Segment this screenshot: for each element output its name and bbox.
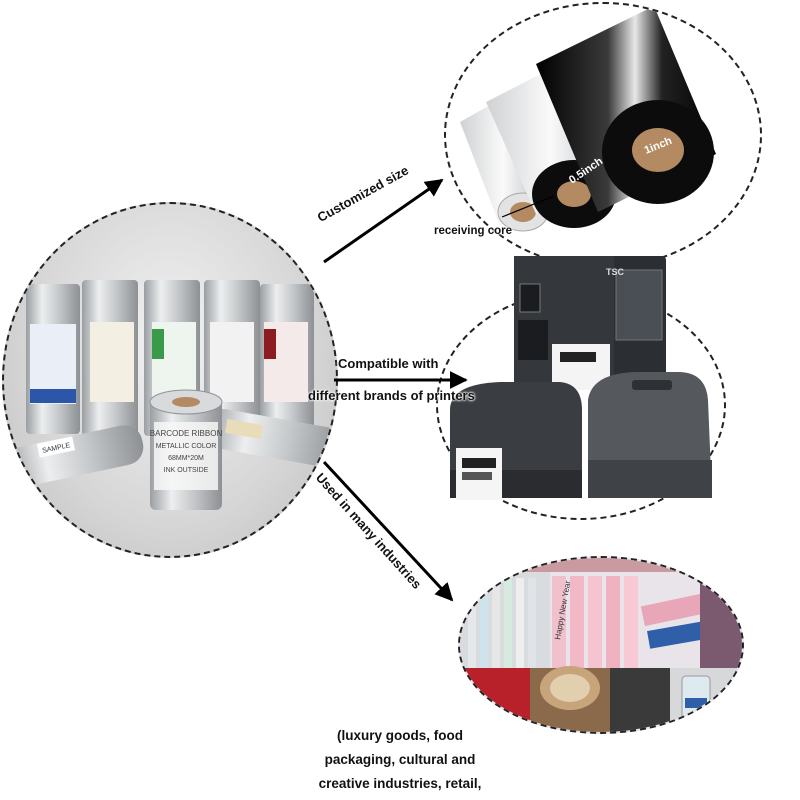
ribbon-label-size: 68MM*20M [168, 455, 204, 462]
roll-row-front [4, 409, 336, 487]
compatible-label-line1: Compatible with [338, 356, 439, 371]
ribbon-label-type: METALLIC COLOR [156, 443, 217, 450]
industries-collage [460, 558, 742, 732]
ribbon-rolls-illustration: BARCODE RIBBON METALLIC COLOR 68MM*20M I… [4, 280, 336, 510]
industries-description-line1: (luxury goods, food [337, 728, 463, 743]
center-roll [149, 389, 223, 510]
receiving-core-roll [460, 96, 549, 232]
receiving-core-pointer [501, 195, 555, 218]
ribbon-label-ink: INK OUTSIDE [164, 467, 209, 474]
ribbon-size-photo: 0.5inch 1inch [444, 2, 762, 268]
roll-row-back [26, 280, 314, 436]
ribbon-label-title: BARCODE RIBBON [150, 429, 223, 438]
desktop-printer-left [450, 382, 582, 500]
large-core-roll [536, 6, 716, 212]
compatible-label-line2: different brands of printers [308, 388, 475, 403]
industries-description-line2: packaging, cultural and [324, 752, 476, 767]
desktop-printer-right [588, 372, 712, 498]
industrial-printer [514, 256, 666, 390]
industries-photo [458, 556, 744, 734]
industries-description-line3: creative industries, retail, [318, 776, 482, 791]
printer-brand-label: TSC [606, 267, 625, 277]
ribbon-rolls-photo: BARCODE RIBBON METALLIC COLOR 68MM*20M I… [2, 202, 338, 558]
receiving-core-label: receiving core [434, 225, 512, 237]
arrow-customized-size [323, 178, 444, 264]
ribbon-cores-illustration: 0.5inch 1inch [460, 6, 716, 232]
packaging-products [460, 666, 742, 732]
gift-ribbons [468, 568, 742, 678]
arrow-industries [322, 460, 454, 602]
